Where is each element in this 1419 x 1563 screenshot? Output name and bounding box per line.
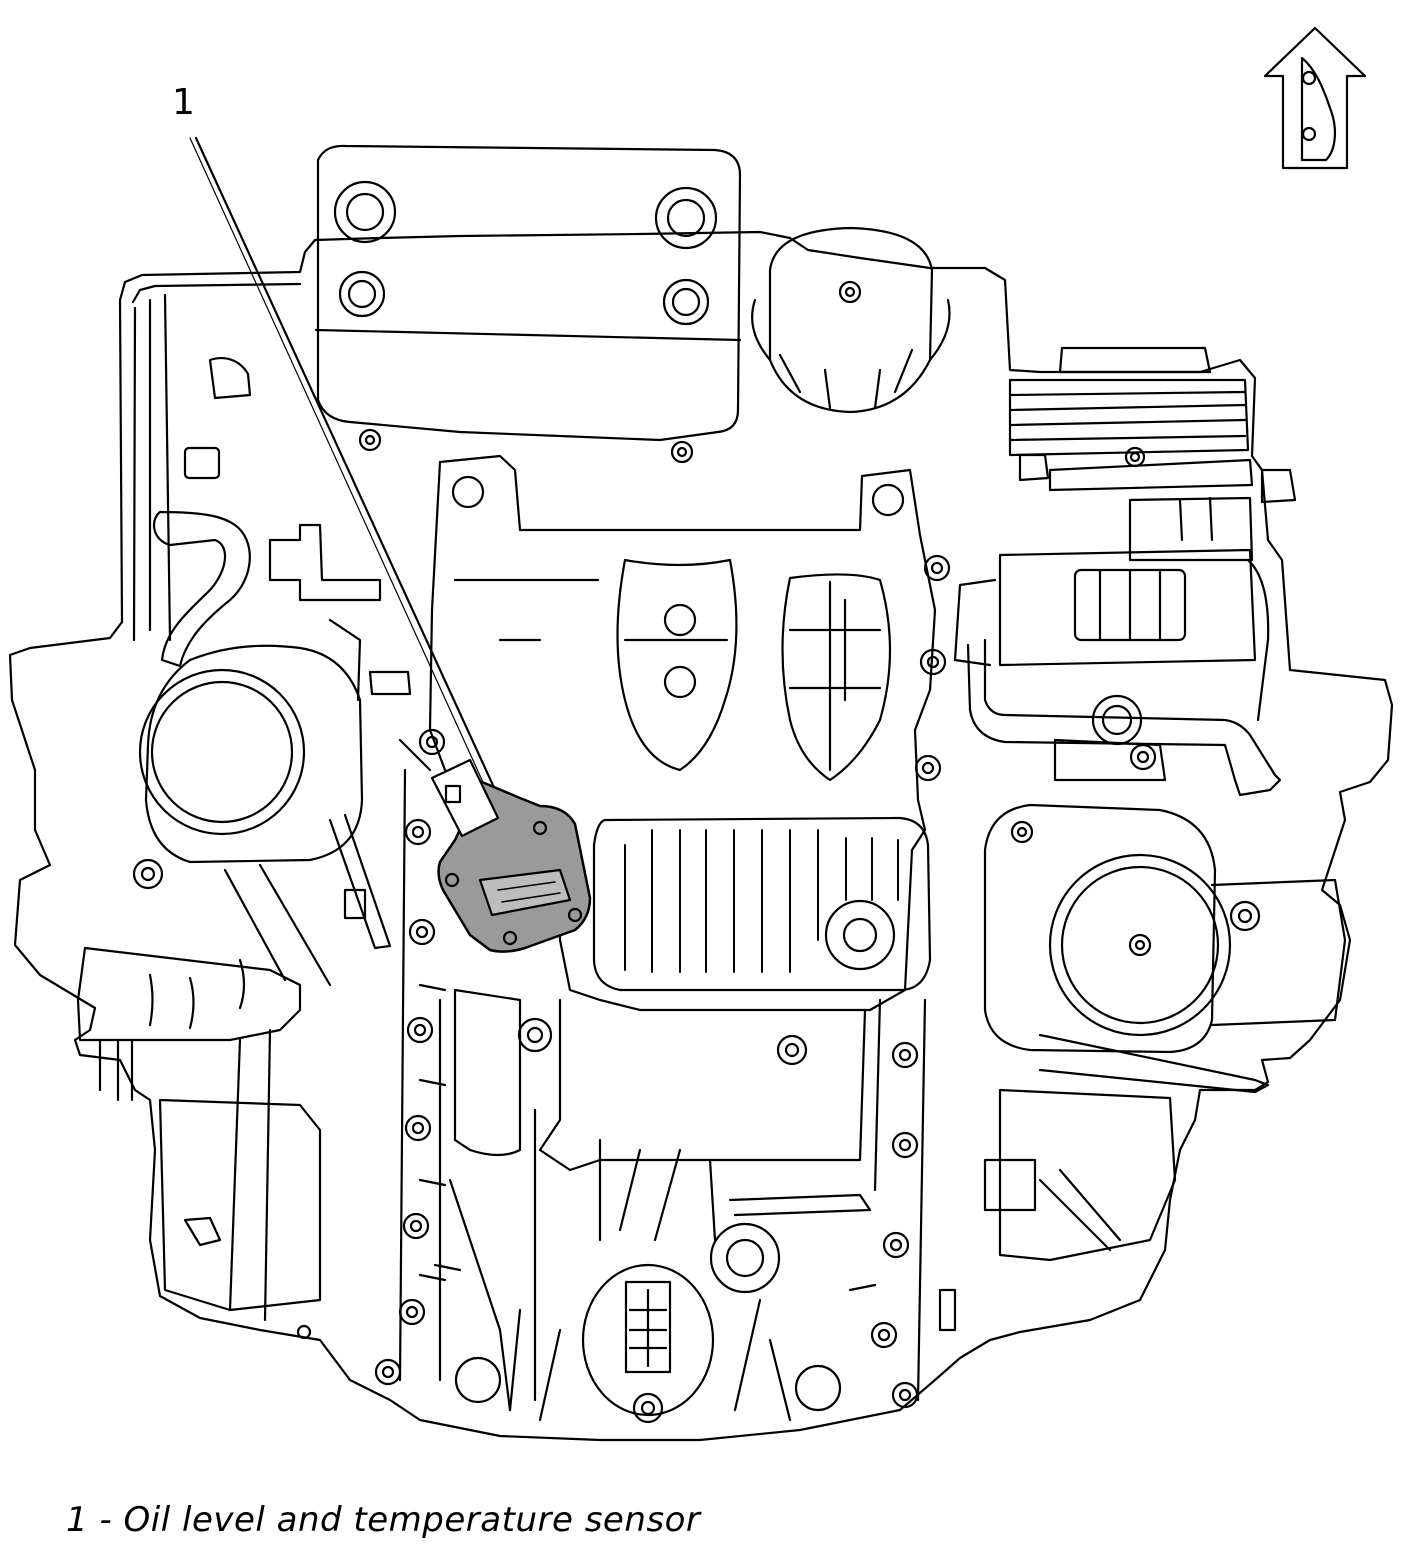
legend-item-number: 1 [66, 1500, 89, 1540]
callout-number: 1 [172, 82, 195, 123]
legend-separator: - [88, 1500, 124, 1540]
legend-item-text: Oil level and temperature sensor [123, 1500, 701, 1540]
engine-outline [10, 146, 1392, 1440]
callout-leader-line [196, 138, 508, 818]
vehicle-front-arrow-icon [1265, 28, 1365, 168]
legend-caption: 1 - Oil level and temperature sensor [66, 1500, 700, 1540]
oil-level-temperature-sensor [400, 740, 590, 952]
